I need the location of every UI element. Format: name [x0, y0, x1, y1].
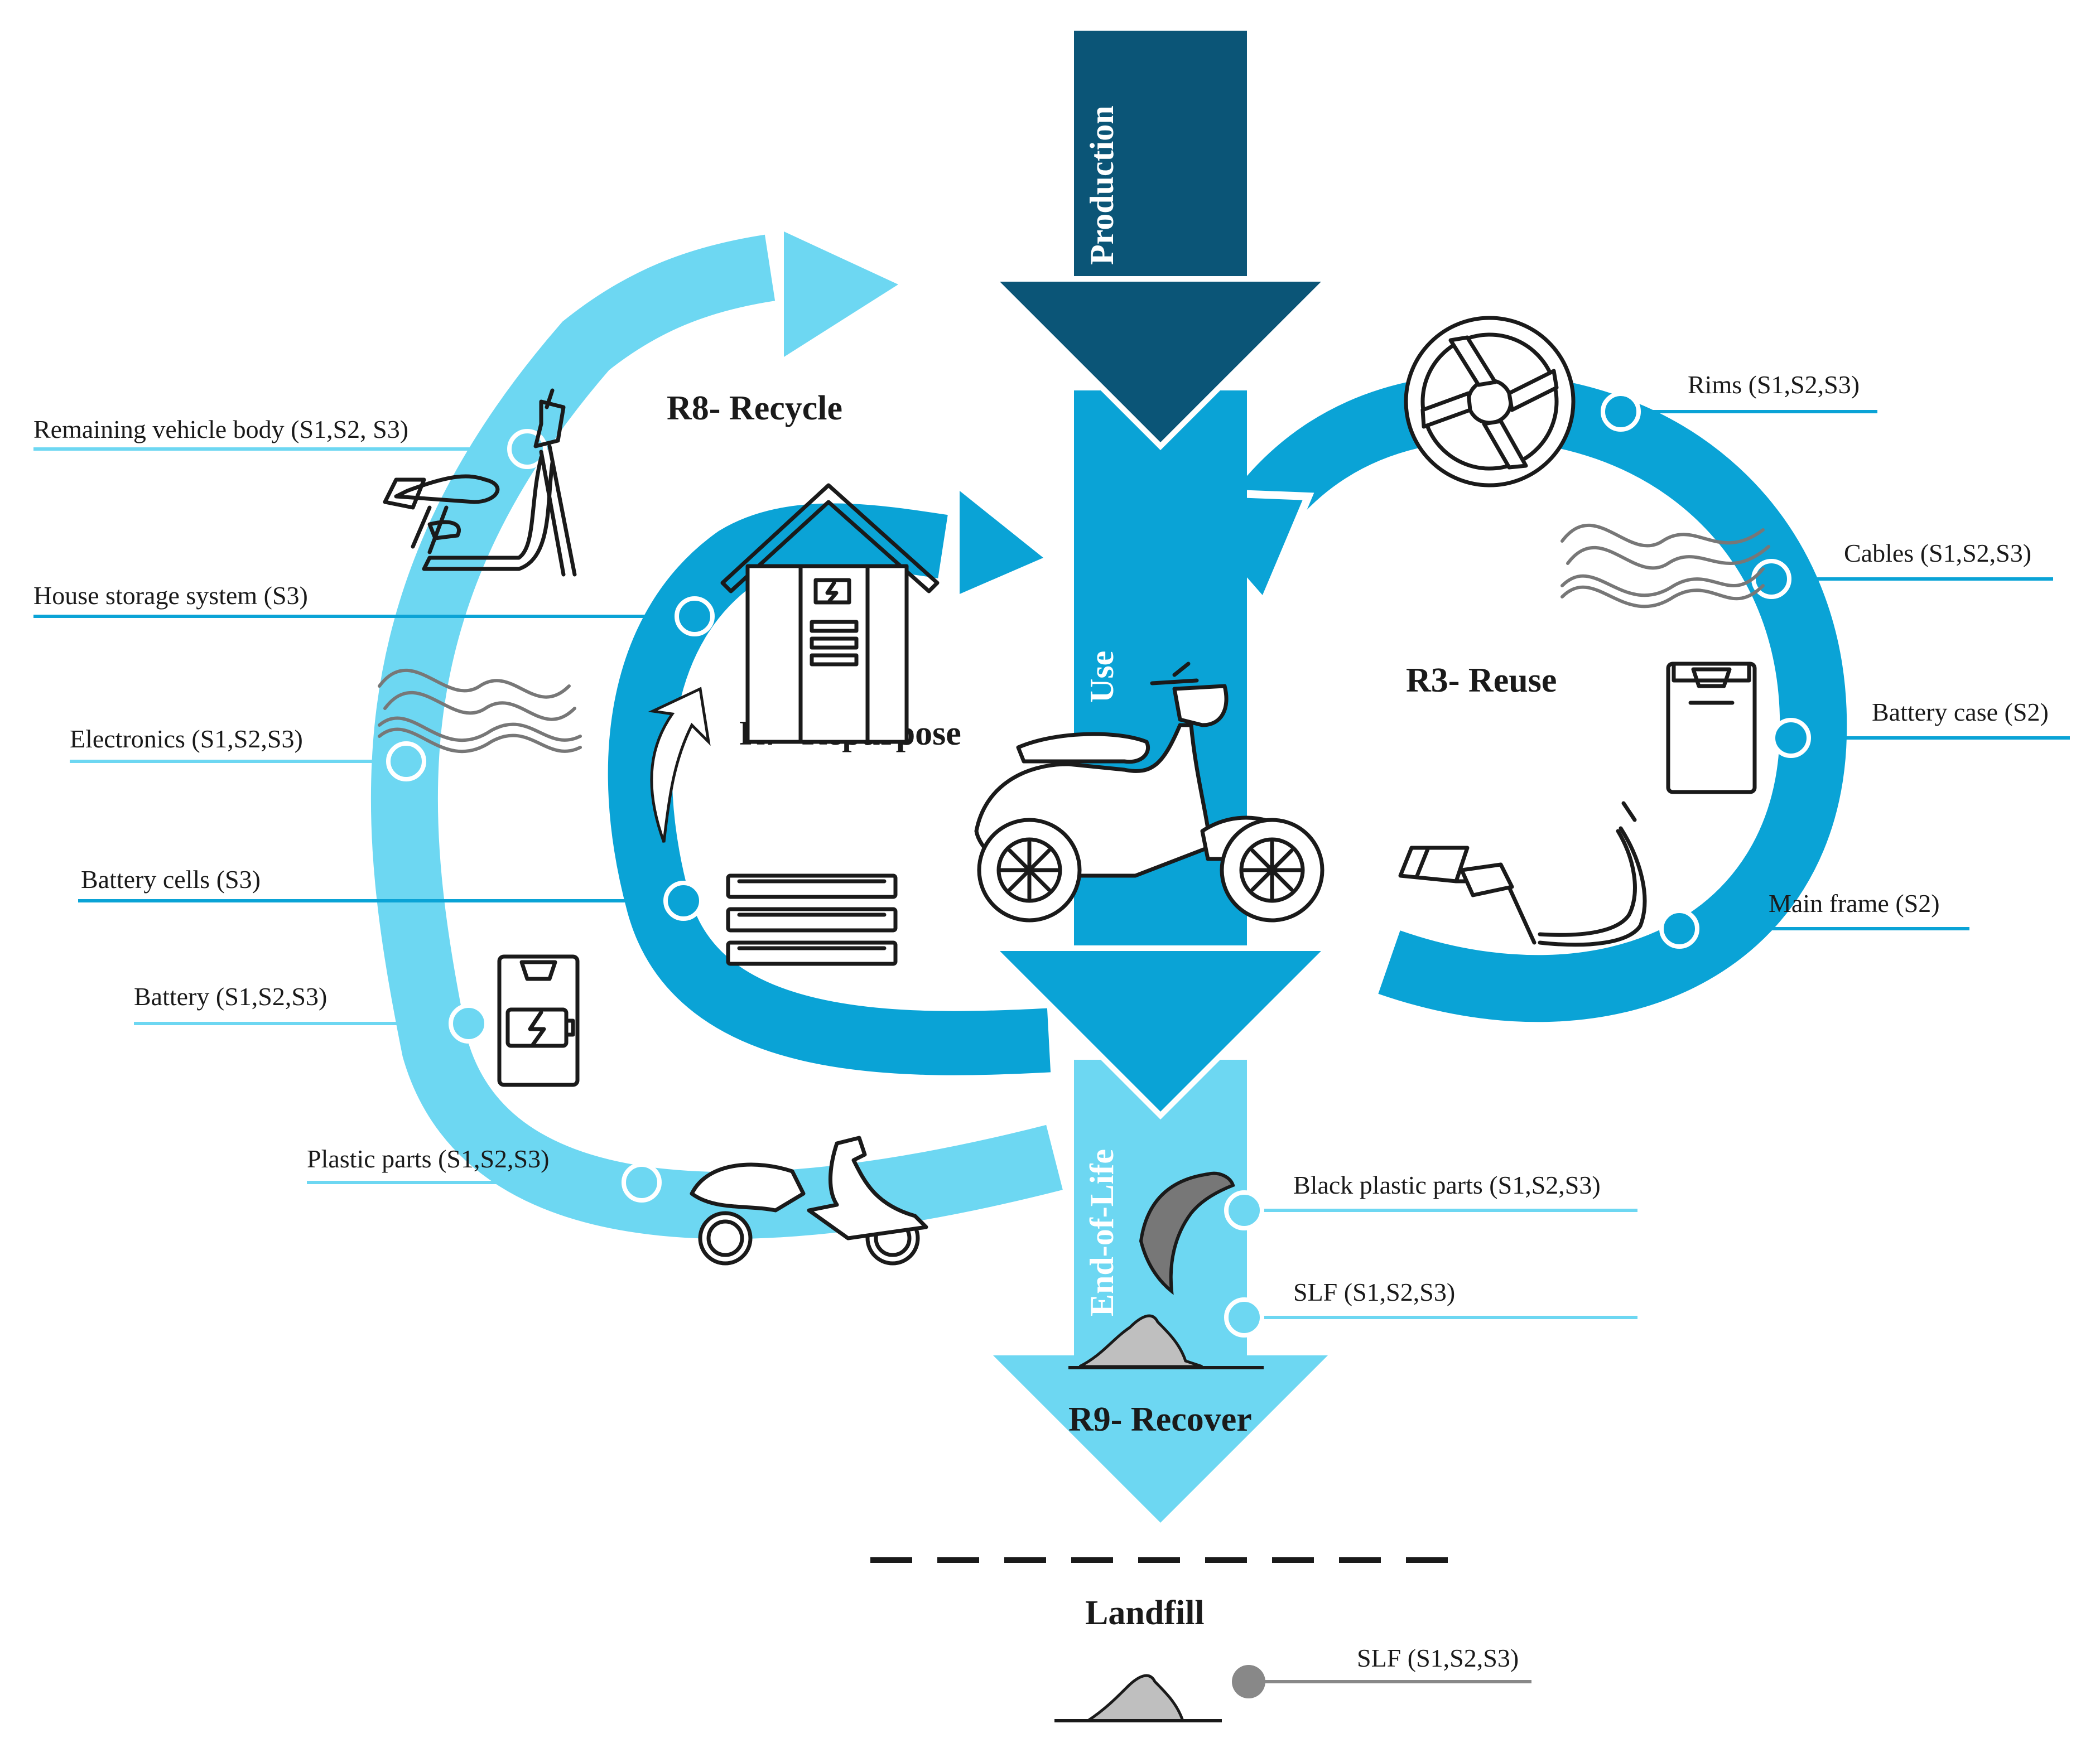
label-plastic-parts: Plastic parts (S1,S2,S3)	[307, 1145, 549, 1173]
e-scooter-icon	[974, 662, 1324, 923]
white-return-arrow	[648, 687, 711, 843]
cables-right-icon	[1560, 523, 1770, 609]
label-main-frame: Main frame (S2)	[1769, 889, 1940, 918]
label-house-storage: House storage system (S3)	[33, 581, 308, 610]
landfill-slf-label: SLF (S1,S2,S3)	[1357, 1644, 1519, 1672]
recycle-title: R8- Recycle	[667, 389, 842, 427]
battery-icon	[497, 954, 580, 1087]
battery-cells-icon	[726, 873, 898, 966]
scooter-body-icon	[690, 1136, 928, 1266]
label-battery: Battery (S1,S2,S3)	[134, 982, 327, 1011]
left-labels: Remaining vehicle body (S1,S2, S3) House…	[33, 415, 715, 1203]
right-labels: Rims (S1,S2,S3) Cables (S1,S2,S3) Batter…	[1224, 370, 2070, 1338]
label-battery-cells: Battery cells (S3)	[81, 865, 261, 894]
label-electronics: Electronics (S1,S2,S3)	[70, 725, 303, 753]
central-flow	[986, 31, 1335, 1523]
landfill-section: Landfill SLF (S1,S2,S3)	[870, 1557, 1531, 1722]
landfill-title: Landfill	[1085, 1594, 1205, 1632]
house-battery-icon	[720, 483, 940, 744]
label-remaining-body: Remaining vehicle body (S1,S2, S3)	[33, 415, 408, 443]
scooter-frame-icon	[383, 388, 577, 577]
use-label: Use	[1083, 651, 1120, 703]
reuse-title: R3- Reuse	[1406, 662, 1557, 699]
end-of-life-label: End-of-Life	[1083, 1149, 1120, 1316]
cables-icon	[378, 668, 582, 754]
repurpose-arrowhead	[960, 491, 1043, 594]
recover-title: R9- Recover	[1068, 1401, 1252, 1438]
repurpose-loop	[608, 491, 1051, 1075]
label-battery-case: Battery case (S2)	[1872, 698, 2049, 726]
main-frame-icon	[1398, 801, 1647, 947]
label-rims: Rims (S1,S2,S3)	[1688, 370, 1860, 399]
label-slf: SLF (S1,S2,S3)	[1293, 1278, 1455, 1306]
label-black-plastic: Black plastic parts (S1,S2,S3)	[1293, 1171, 1601, 1199]
production-label: Production	[1083, 105, 1120, 265]
battery-case-icon	[1666, 662, 1757, 794]
label-cables: Cables (S1,S2,S3)	[1844, 539, 2031, 567]
slf-pile-icon	[1068, 1314, 1264, 1369]
plastic-part-icon	[1139, 1171, 1235, 1295]
landfill-pile-icon	[1054, 1674, 1222, 1722]
recycle-arrowhead	[784, 231, 898, 357]
rim-icon	[1404, 316, 1576, 487]
